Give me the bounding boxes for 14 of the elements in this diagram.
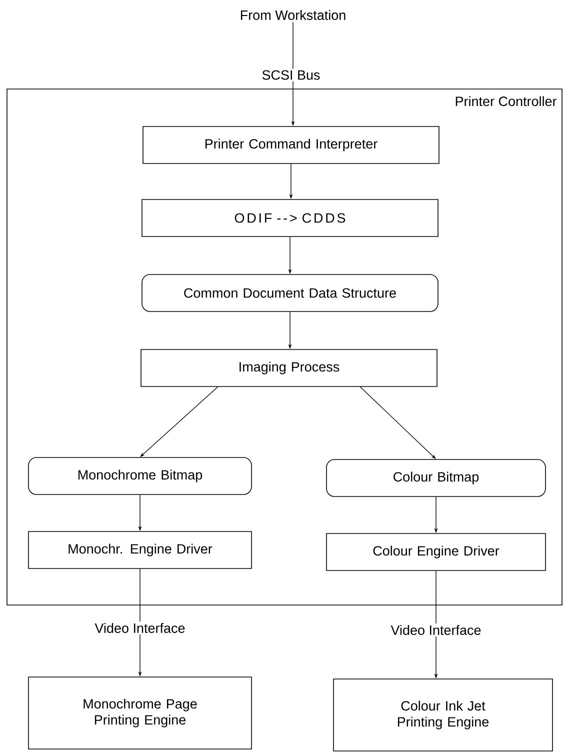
process-box: Monochr. Engine Driver	[28, 531, 252, 569]
data-box: Common Document Data Structure	[142, 274, 438, 312]
process-box: Colour Ink Jet Printing Engine	[333, 678, 553, 752]
data-box: Monochrome Bitmap	[28, 457, 252, 495]
source-label: From Workstation	[240, 10, 346, 20]
edge-label: Video Interface	[93, 622, 187, 634]
process-box: Colour Engine Driver	[326, 533, 546, 571]
edge-label: Video Interface	[389, 624, 483, 636]
process-box: Imaging Process	[140, 349, 438, 387]
process-box: Monochrome Page Printing Engine	[28, 676, 252, 750]
process-box: Printer Command Interpreter	[142, 126, 440, 164]
edge-label: SCSI Bus	[260, 68, 322, 82]
process-box: ODIF --> CDDS	[142, 199, 438, 237]
data-box: Colour Bitmap	[326, 459, 546, 497]
